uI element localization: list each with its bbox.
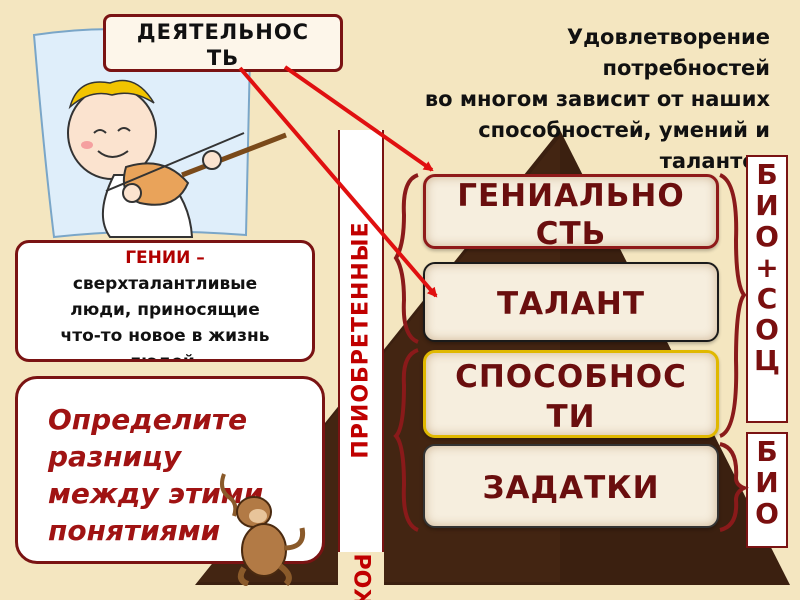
- tier-abilities-line-2: ТИ: [546, 399, 596, 435]
- acquired-label: ПРИОБРЕТЕННЫЕ: [338, 130, 384, 550]
- bio-letter: О: [755, 497, 779, 530]
- activity-line-1: ДЕЯТЕЛЬНОС: [136, 20, 310, 44]
- definition-line-2: люди, приносящие: [70, 300, 260, 320]
- acquired-label-text: ПРИОБРЕТЕННЫЕ: [348, 221, 374, 459]
- genius-definition-box: ГЕНИИ – сверхталантливые люди, приносящи…: [15, 240, 315, 362]
- bio-letter: И: [755, 466, 779, 499]
- tier-inclinations-line-1: ЗАДАТКИ: [482, 470, 660, 506]
- tier-inclinations: ЗАДАТКИ: [423, 444, 719, 528]
- violinist-illustration: [32, 28, 287, 239]
- intro-line-2: потребностей: [602, 56, 770, 80]
- bio-soc-letter: О: [755, 313, 779, 346]
- activity-line-2: ТЬ: [206, 46, 240, 70]
- inborn-label: ВРОЖ: [338, 552, 384, 600]
- task-line-2: разницу: [48, 440, 182, 473]
- task-line-4: понятиями: [48, 514, 221, 547]
- bio-letter: Б: [756, 435, 778, 468]
- definition-term: ГЕНИИ –: [125, 248, 205, 268]
- intro-line-5: талантов: [659, 149, 770, 173]
- tier-abilities: СПОСОБНОС ТИ: [423, 350, 719, 438]
- inborn-label-text: ВРОЖ: [348, 552, 374, 600]
- tier-talent-line-1: ТАЛАНТ: [497, 286, 645, 322]
- task-line-1: Определите: [48, 403, 248, 436]
- monkey-illustration: [220, 473, 306, 586]
- tier-genius-line-2: СТЬ: [535, 216, 607, 252]
- bio-soc-letter: Ц: [754, 344, 780, 377]
- definition-line-4: людей.: [128, 352, 202, 362]
- intro-text: Удовлетворение потребностей во многом за…: [330, 22, 770, 177]
- tier-abilities-line-1: СПОСОБНОС: [455, 359, 687, 395]
- intro-line-1: Удовлетворение: [566, 25, 770, 49]
- tier-talent: ТАЛАНТ: [423, 262, 719, 342]
- bio-soc-box: Б И О + С О Ц: [746, 155, 788, 423]
- intro-line-4: способностей, умений и: [478, 118, 770, 142]
- activity-box: ДЕЯТЕЛЬНОС ТЬ: [103, 14, 343, 72]
- tier-genius-line-1: ГЕНИАЛЬНО: [457, 178, 685, 214]
- intro-line-3: во многом зависит от наших: [424, 87, 770, 111]
- bio-soc-letter: +: [755, 251, 779, 284]
- bio-soc-letter: И: [755, 189, 779, 222]
- definition-line-3: что-то новое в жизнь: [60, 326, 270, 346]
- definition-line-1: сверхталантливые: [72, 274, 258, 294]
- bio-soc-letter: С: [756, 282, 778, 315]
- tier-genius: ГЕНИАЛЬНО СТЬ: [423, 174, 719, 252]
- bio-soc-letter: О: [755, 220, 779, 253]
- bio-box: Б И О: [746, 432, 788, 548]
- bio-soc-letter: Б: [756, 158, 778, 191]
